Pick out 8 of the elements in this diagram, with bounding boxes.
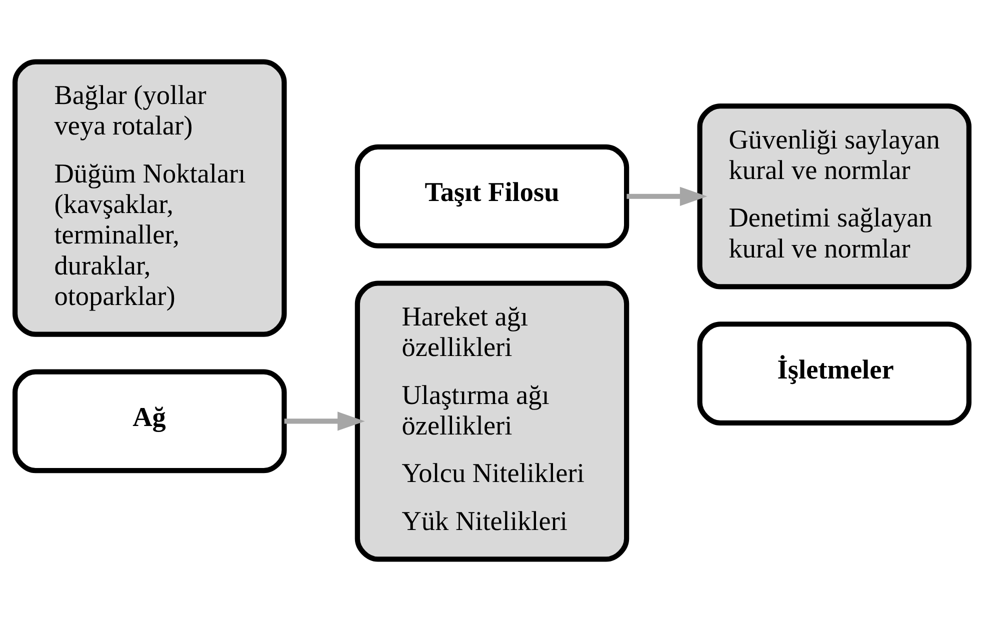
node-box: İşletmeler xyxy=(697,322,972,426)
node-box: Bağlar (yollar veya rotalar) Düğüm Noktaları (kavşaklar, terminaller, duraklar, otoparklar) xyxy=(12,59,287,337)
arrow xyxy=(626,186,708,206)
node-box: Hareket ağı özellikleri Ulaştırma ağı özellikleri Yolcu Nitelikleri Yük Nitelikleri xyxy=(354,280,630,562)
node-box: Ağ xyxy=(12,369,287,474)
arrow xyxy=(284,412,365,431)
node-box: Taşıt Filosu xyxy=(354,144,630,248)
node-box: Güvenliği saylayan kural ve normlar Denetimi sağlayan kural ve normlar xyxy=(697,104,972,290)
